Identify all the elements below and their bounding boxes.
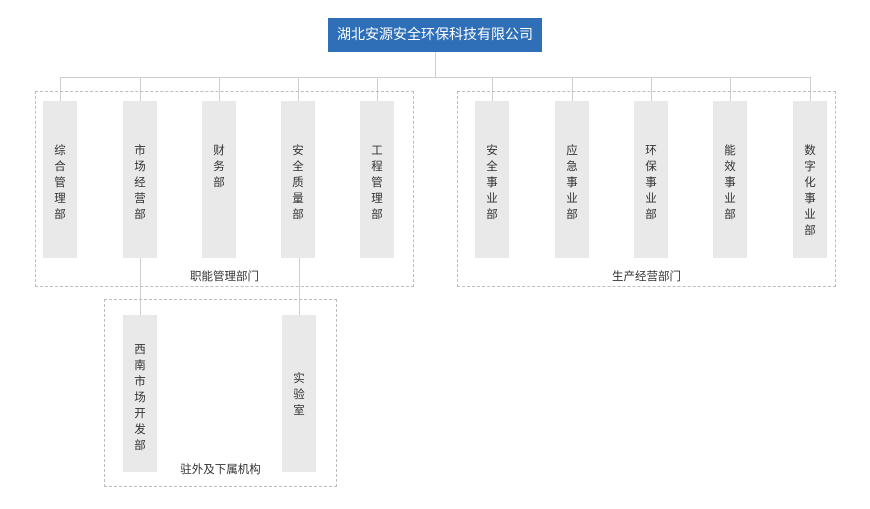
production-group-frame <box>457 91 836 287</box>
dept-label: 综合管理部 <box>54 143 66 221</box>
production-group-label: 生产经营部门 <box>612 269 681 283</box>
dept-box: 数字化事业部 <box>793 101 827 258</box>
dept-label: 环保事业部 <box>645 143 657 221</box>
functional-group-frame <box>35 91 414 287</box>
dept-label: 实验室 <box>293 371 305 417</box>
dept-box: 实验室 <box>282 315 316 472</box>
dept-box: 应急事业部 <box>555 101 589 258</box>
dept-label: 应急事业部 <box>566 143 578 221</box>
dept-box: 西南市场开发部 <box>123 315 157 472</box>
dept-label: 安全质量部 <box>292 143 304 221</box>
dept-label: 数字化事业部 <box>804 143 816 237</box>
dept-label: 市场经营部 <box>134 143 146 221</box>
dept-box: 工程管理部 <box>360 101 394 258</box>
dept-box: 安全事业部 <box>475 101 509 258</box>
branches-group-label: 驻外及下属机构 <box>180 462 261 476</box>
dept-box: 能效事业部 <box>713 101 747 258</box>
company-root-node: 湖北安源安全环保科技有限公司 <box>328 18 542 52</box>
dept-box: 安全质量部 <box>281 101 315 258</box>
dept-label: 工程管理部 <box>371 143 383 221</box>
dept-box: 环保事业部 <box>634 101 668 258</box>
dept-box: 财务部 <box>202 101 236 258</box>
dept-label: 财务部 <box>213 143 225 189</box>
dept-label: 西南市场开发部 <box>134 342 146 452</box>
dept-box: 综合管理部 <box>43 101 77 258</box>
dept-label: 能效事业部 <box>724 143 736 221</box>
dept-box: 市场经营部 <box>123 101 157 258</box>
branches-group-frame <box>104 299 337 487</box>
functional-group-label: 职能管理部门 <box>190 269 259 283</box>
dept-label: 安全事业部 <box>486 143 498 221</box>
